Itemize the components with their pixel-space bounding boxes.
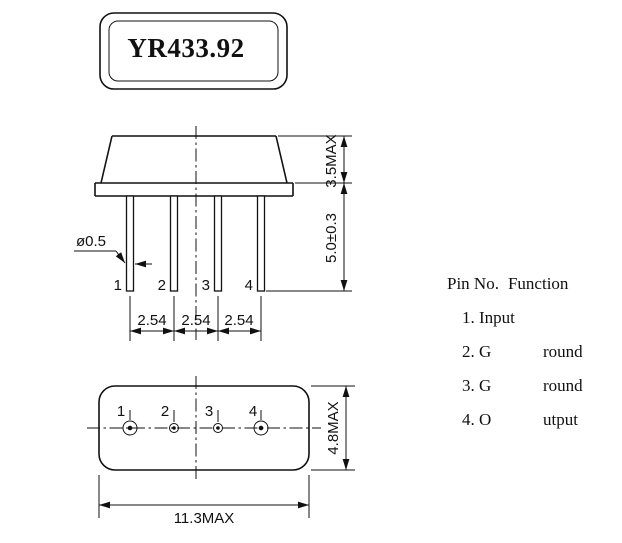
pad-2-center: [172, 426, 176, 430]
side-pin-3-label: 3: [202, 277, 210, 294]
body-height-dim-label: 3.5MAX: [323, 134, 340, 187]
function-column-header: Function: [507, 274, 569, 293]
top-view: YR433.92: [99, 12, 288, 90]
pitch-dim-2: 2.54: [181, 312, 210, 329]
bottom-width-dimension: 11.3MAX: [98, 475, 310, 527]
pin-table-header: Pin No. Function: [447, 274, 583, 294]
pad-4-ring: [253, 420, 269, 436]
pad-3-ring: [213, 423, 223, 433]
pin-diameter-callout: ø0.5: [74, 233, 152, 268]
side-pin-4-label: 4: [245, 277, 253, 294]
bottom-height-dim-label: 4.8MAX: [325, 401, 342, 454]
part-number-label: YR433.92: [127, 33, 244, 63]
bottom-width-dim-label: 11.3MAX: [174, 510, 235, 527]
pin-3-function-right: round: [543, 376, 583, 395]
body-outline: [94, 135, 294, 197]
leader-arrow-left: [115, 250, 126, 264]
pin-2-function-left: 2. G: [462, 342, 492, 361]
bottom-pin-2-label: 2: [161, 403, 169, 420]
side-pin-1-label: 1: [114, 277, 122, 294]
side-pin-2-label: 2: [158, 277, 166, 294]
side-view: 1 2 3 4 3.5MAX 5.0±0.3 ø0.5: [74, 126, 352, 341]
pitch-dim-1: 2.54: [137, 312, 166, 329]
pin-3: [213, 195, 223, 292]
pad-4-center: [258, 425, 264, 431]
bottom-height-dimension: 4.8MAX: [311, 385, 355, 471]
top-view-inner-outline: [108, 20, 279, 82]
pin-no-column-header: Pin No.: [447, 274, 499, 293]
pad-1-center: [127, 425, 133, 431]
pad-1-ring: [122, 420, 138, 436]
top-view-outer-outline: [99, 12, 288, 90]
pin-1-function-left: 1. Input: [462, 308, 515, 327]
bottom-pin-4-label: 4: [249, 403, 257, 420]
pitch-dimensions: 2.54 2.54 2.54: [129, 296, 262, 341]
bottom-view: 1 2 3 4 4.8MAX 11.3MAX: [87, 376, 355, 527]
pin-4-function-left: 4. O: [462, 410, 492, 429]
pitch-dim-3: 2.54: [224, 312, 253, 329]
height-dimensions: 3.5MAX 5.0±0.3: [266, 134, 352, 292]
bottom-pin-1-label: 1: [117, 403, 125, 420]
pin-function-table: Pin No. Function 1. Input 2. G round 3. G…: [447, 274, 583, 444]
pin-table-row-2: 2. G round: [462, 342, 583, 362]
pin-4-function-right: utput: [543, 410, 578, 429]
pin-table-row-1: 1. Input: [462, 308, 583, 328]
pin-1: [125, 195, 135, 292]
pin-diameter-label: ø0.5: [76, 233, 106, 250]
pin-2: [169, 195, 179, 292]
pad-2-ring: [169, 423, 179, 433]
pin-2-function-right: round: [543, 342, 583, 361]
pin-length-dim-label: 5.0±0.3: [323, 213, 340, 263]
pin-table-row-4: 4. O utput: [462, 410, 583, 430]
pin-3-function-left: 3. G: [462, 376, 492, 395]
pin-table-row-3: 3. G round: [462, 376, 583, 396]
bottom-pin-3-label: 3: [205, 403, 213, 420]
pad-3-center: [216, 426, 220, 430]
pin-4: [256, 195, 266, 292]
